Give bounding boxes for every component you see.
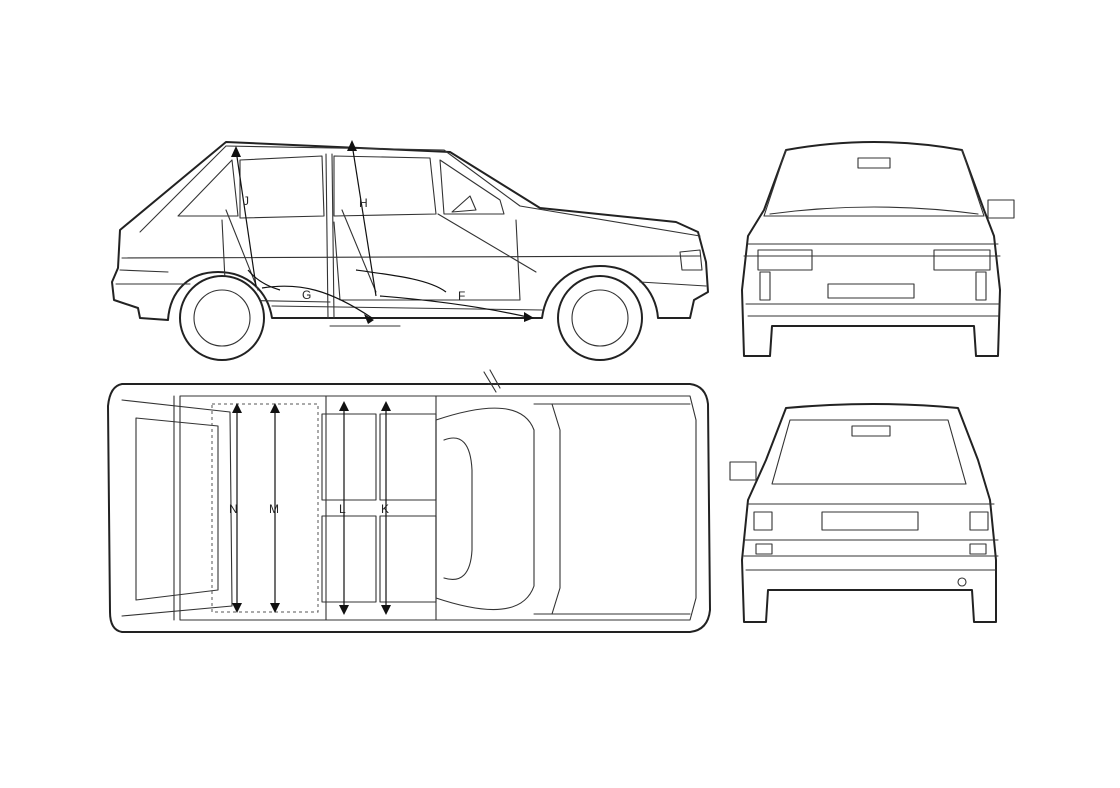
label-F: F bbox=[458, 289, 465, 303]
front-view-lower bbox=[729, 403, 999, 623]
label-M: M bbox=[269, 502, 279, 516]
label-J: J bbox=[243, 194, 249, 208]
top-view: N M L K bbox=[107, 369, 711, 633]
side-view: J H G F bbox=[111, 140, 709, 361]
label-N: N bbox=[229, 502, 238, 516]
rear-view-upper bbox=[741, 141, 1015, 357]
label-H: H bbox=[359, 196, 368, 210]
label-K: K bbox=[381, 502, 389, 516]
label-L: L bbox=[339, 502, 346, 516]
label-G: G bbox=[302, 288, 311, 302]
